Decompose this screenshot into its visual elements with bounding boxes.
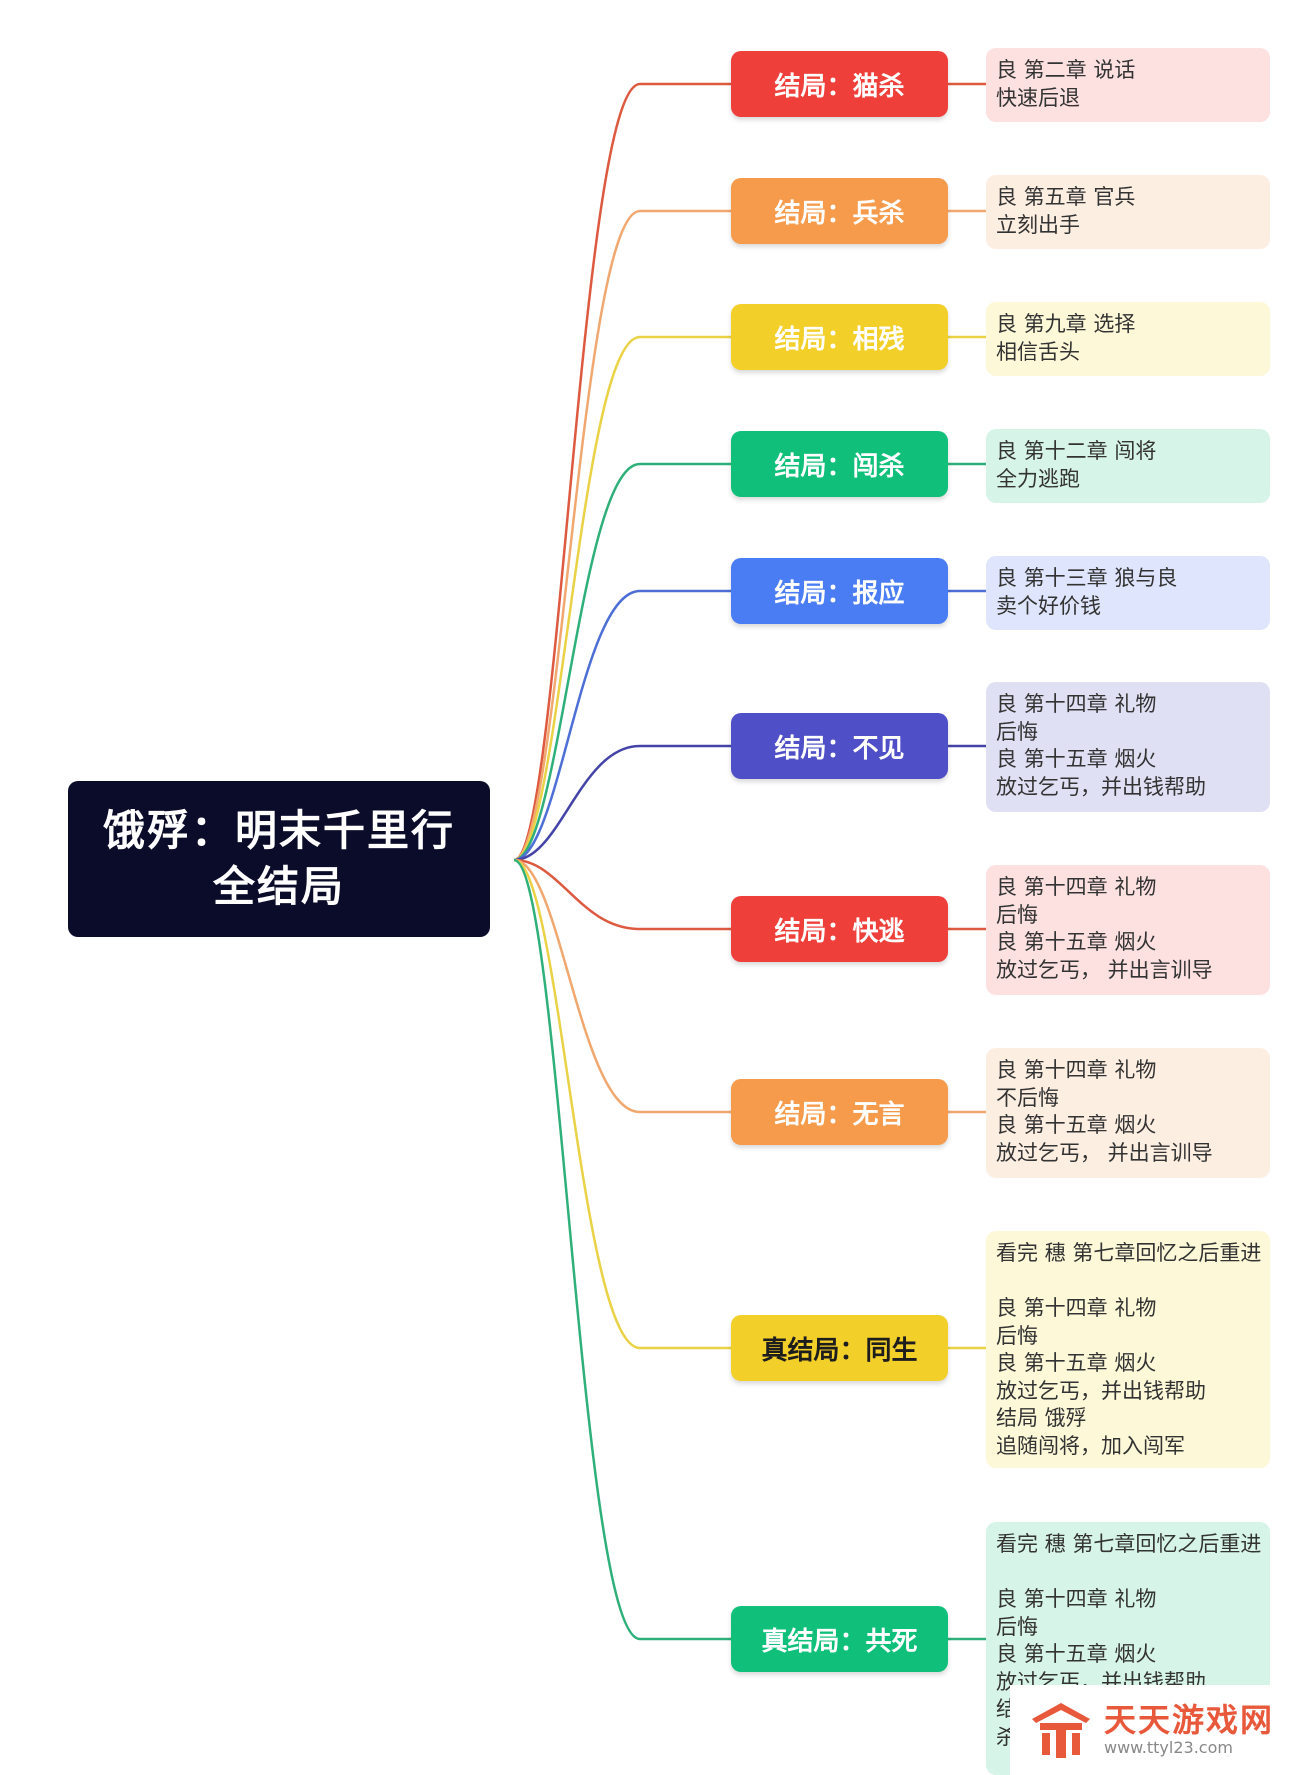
connector-root-to-ending bbox=[513, 209, 731, 862]
detail-line: 良 第十五章 烟火 bbox=[996, 930, 1157, 954]
ending-node[interactable]: 结局：报应 bbox=[731, 558, 948, 624]
ending-node[interactable]: 结局：兵杀 bbox=[731, 178, 948, 244]
ending-node[interactable]: 结局：闯杀 bbox=[731, 431, 948, 497]
ending-node[interactable]: 结局：无言 bbox=[731, 1079, 948, 1145]
connector-root-to-ending bbox=[513, 858, 731, 931]
ending-label: 结局：报应 bbox=[774, 578, 905, 609]
ending-detail-card: 良 第十三章 狼与良卖个好价钱 bbox=[986, 556, 1270, 630]
detail-line: 看完 穗 第七章回忆之后重进 bbox=[996, 1241, 1262, 1265]
detail-line: 良 第九章 选择 bbox=[996, 312, 1136, 336]
ending-label: 结局：兵杀 bbox=[774, 198, 905, 229]
ending-label: 结局：猫杀 bbox=[774, 71, 905, 102]
ending-detail-card: 良 第十四章 礼物后悔良 第十五章 烟火放过乞丐，并出钱帮助 bbox=[986, 682, 1270, 812]
root-title-line2: 全结局 bbox=[212, 862, 345, 911]
detail-line: 良 第十四章 礼物 bbox=[996, 1296, 1157, 1320]
detail-line: 放过乞丐，并出钱帮助 bbox=[996, 1378, 1206, 1403]
detail-line: 相信舌头 bbox=[996, 339, 1080, 364]
ending-node[interactable]: 真结局：同生 bbox=[731, 1315, 948, 1381]
detail-line: 结局 饿殍 bbox=[996, 1406, 1087, 1430]
ending-detail-card: 良 第十四章 礼物后悔良 第十五章 烟火放过乞丐， 并出言训导 bbox=[986, 865, 1270, 995]
detail-line: 良 第十三章 狼与良 bbox=[996, 566, 1178, 590]
detail-line: 放过乞丐， 并出言训导 bbox=[996, 1140, 1213, 1165]
detail-line: 后悔 bbox=[996, 1323, 1038, 1348]
detail-line: 放过乞丐，并出钱帮助 bbox=[996, 774, 1206, 799]
ending-detail-card: 看完 穗 第七章回忆之后重进良 第十四章 礼物后悔良 第十五章 烟火放过乞丐，并… bbox=[986, 1231, 1270, 1468]
ending-node[interactable]: 真结局：共死 bbox=[731, 1606, 948, 1672]
ending-node[interactable]: 结局：快逃 bbox=[731, 896, 948, 962]
detail-line: 卖个好价钱 bbox=[996, 593, 1101, 618]
connector-root-to-ending bbox=[513, 858, 731, 1641]
detail-line: 立刻出手 bbox=[996, 212, 1080, 237]
ending-detail-card: 良 第十二章 闯将全力逃跑 bbox=[986, 429, 1270, 503]
detail-line: 良 第十四章 礼物 bbox=[996, 692, 1157, 716]
site-logo-icon bbox=[1032, 1703, 1090, 1758]
ending-label: 结局：快逃 bbox=[774, 916, 905, 947]
connector-root-to-ending bbox=[513, 744, 731, 862]
root-node: 饿殍：明末千里行 全结局 bbox=[68, 781, 490, 937]
detail-line: 不后悔 bbox=[996, 1085, 1059, 1110]
ending-label: 结局：不见 bbox=[774, 733, 905, 764]
detail-line: 良 第二章 说话 bbox=[996, 58, 1136, 82]
detail-line: 快速后退 bbox=[996, 85, 1080, 110]
ending-node[interactable]: 结局：相残 bbox=[731, 304, 948, 370]
root-title-line1: 饿殍：明末千里行 bbox=[102, 806, 455, 855]
detail-line: 良 第十四章 礼物 bbox=[996, 1058, 1157, 1082]
detail-line: 后悔 bbox=[996, 902, 1038, 927]
detail-line: 良 第十五章 烟火 bbox=[996, 1642, 1157, 1666]
ending-detail-card: 良 第二章 说话快速后退 bbox=[986, 48, 1270, 122]
watermark: 天天游戏网 www.ttyl23.com bbox=[1010, 1685, 1299, 1775]
ending-node[interactable]: 结局：不见 bbox=[731, 713, 948, 779]
connector-root-to-ending bbox=[513, 589, 731, 862]
detail-line: 后悔 bbox=[996, 1614, 1038, 1639]
ending-label: 结局：闯杀 bbox=[774, 451, 905, 482]
detail-line: 良 第十五章 烟火 bbox=[996, 1351, 1157, 1375]
detail-line: 看完 穗 第七章回忆之后重进 bbox=[996, 1532, 1262, 1556]
detail-line: 良 第十五章 烟火 bbox=[996, 1113, 1157, 1137]
ending-detail-card: 良 第九章 选择相信舌头 bbox=[986, 302, 1270, 376]
detail-line: 全力逃跑 bbox=[996, 466, 1080, 491]
detail-line bbox=[996, 1559, 1260, 1587]
detail-line: 追随闯将，加入闯军 bbox=[996, 1433, 1185, 1458]
detail-line: 良 第十四章 礼物 bbox=[996, 875, 1157, 899]
ending-detail-card: 良 第五章 官兵立刻出手 bbox=[986, 175, 1270, 249]
ending-detail-card: 良 第十四章 礼物不后悔良 第十五章 烟火放过乞丐， 并出言训导 bbox=[986, 1048, 1270, 1178]
ending-label: 真结局：共死 bbox=[761, 1626, 918, 1657]
connector-root-to-ending bbox=[513, 462, 731, 862]
watermark-title: 天天游戏网 bbox=[1104, 1701, 1275, 1739]
connector-root-to-ending bbox=[513, 335, 731, 862]
watermark-url: www.ttyl23.com bbox=[1104, 1738, 1233, 1757]
ending-node[interactable]: 结局：猫杀 bbox=[731, 51, 948, 117]
ending-label: 结局：无言 bbox=[774, 1099, 905, 1130]
detail-line: 良 第五章 官兵 bbox=[996, 185, 1136, 209]
detail-line: 放过乞丐， 并出言训导 bbox=[996, 957, 1213, 982]
connector-root-to-ending bbox=[513, 858, 731, 1350]
detail-line: 后悔 bbox=[996, 719, 1038, 744]
ending-label: 真结局：同生 bbox=[761, 1335, 918, 1366]
detail-line: 良 第十五章 烟火 bbox=[996, 747, 1157, 771]
detail-line: 良 第十四章 礼物 bbox=[996, 1587, 1157, 1611]
detail-line: 良 第十二章 闯将 bbox=[996, 439, 1157, 463]
detail-line bbox=[996, 1268, 1260, 1296]
ending-label: 结局：相残 bbox=[774, 324, 905, 355]
connector-root-to-ending bbox=[513, 858, 731, 1114]
connector-root-to-ending bbox=[513, 82, 731, 862]
